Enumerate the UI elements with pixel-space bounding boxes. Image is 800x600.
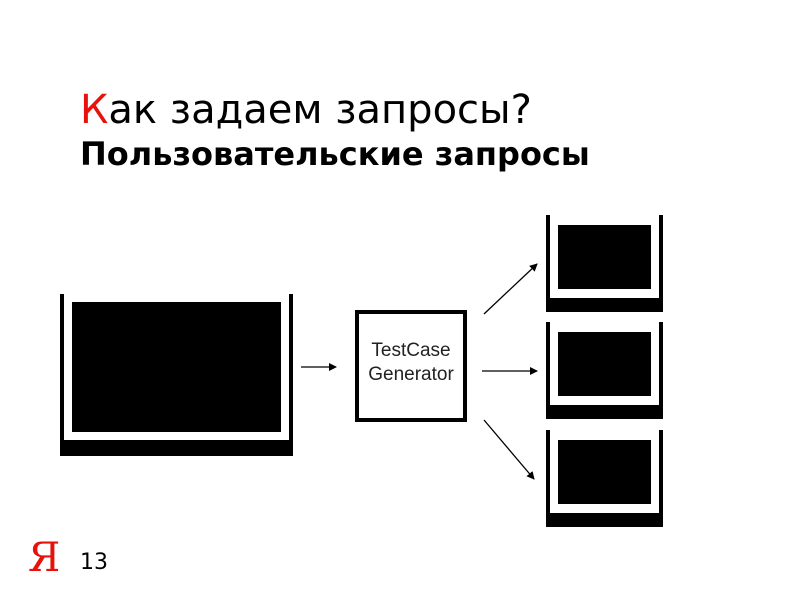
output-content-block-2: [558, 332, 651, 396]
output-content-block-1: [558, 225, 651, 289]
slide-title-rest: ак задаем запросы?: [108, 87, 532, 133]
generator-label-line-2: Generator: [368, 364, 454, 385]
testcase-generator-box: [355, 310, 467, 422]
arrow-generator-to-output-3: [483, 419, 535, 480]
source-tray: [60, 294, 293, 456]
output-tray-2: [546, 322, 663, 419]
slide-subtitle: Пользовательские запросы: [80, 135, 590, 173]
generator-label-line-1: TestCase: [371, 340, 451, 361]
source-content-block: [72, 302, 281, 432]
output-tray-1: [546, 215, 663, 312]
page-number: 13: [80, 550, 108, 575]
yandex-logo: Я: [28, 535, 61, 581]
slide-title-first-letter: К: [80, 87, 109, 133]
output-tray-3: [546, 430, 663, 527]
arrow-generator-to-output-1: [483, 263, 538, 315]
slide-title: Как задаем запросы?: [80, 86, 532, 134]
testcase-generator-label: TestCase Generator: [355, 339, 467, 387]
output-content-block-3: [558, 440, 651, 504]
